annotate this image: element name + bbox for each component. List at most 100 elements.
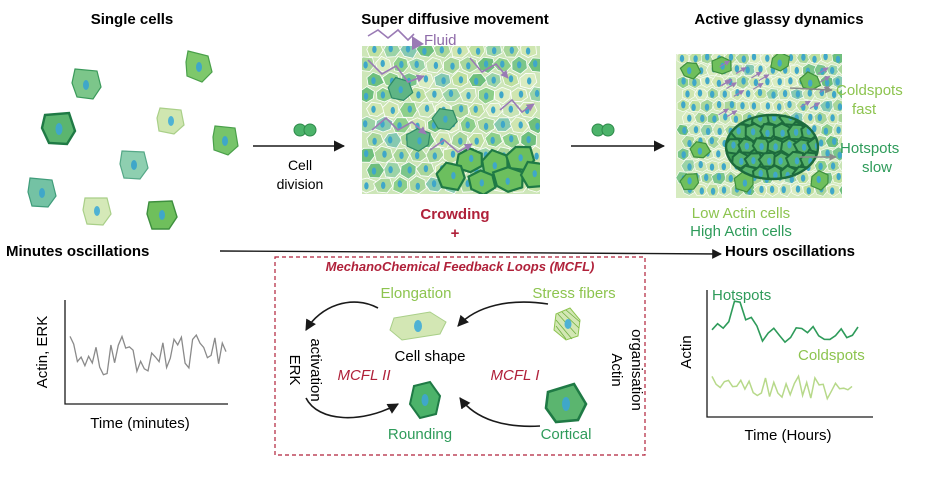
tissue-cell	[826, 160, 841, 173]
tissue-cell	[459, 87, 477, 104]
tissue-cell	[680, 159, 696, 173]
tissue-cell	[742, 63, 757, 76]
tissue-cell	[707, 134, 720, 150]
velocity-arrow	[809, 102, 821, 110]
fluid-trajectory-icon	[367, 28, 415, 42]
coldspots-label-2: fast	[852, 101, 877, 118]
mcfl-title: MechanoChemical Feedback Loops (MCFL)	[326, 259, 595, 274]
tissue-cell	[748, 54, 763, 64]
tissue-cell	[759, 123, 778, 140]
tissue-cell	[509, 116, 530, 134]
velocity-arrow	[758, 74, 770, 82]
tissue-cell	[735, 100, 751, 113]
tissue-cell	[415, 46, 436, 58]
tissue-cell	[676, 98, 690, 113]
coldspot-pointer	[789, 85, 833, 94]
cell-trajectory	[371, 116, 427, 135]
tissue-cell	[837, 112, 842, 124]
heading-super-diffusive: Super diffusive movement	[361, 11, 549, 28]
single-cell	[146, 200, 178, 230]
tissue-cell	[484, 131, 503, 148]
tissue-cell	[451, 70, 469, 88]
tissue-cell	[783, 75, 798, 88]
tissue-cell	[760, 100, 775, 114]
tissue-cell	[679, 173, 700, 191]
tissue-cell	[392, 176, 409, 194]
tissue-cell	[441, 88, 462, 103]
tissue-cell	[676, 54, 690, 65]
tissue-cell	[493, 117, 513, 132]
plus-label: +	[451, 225, 460, 242]
tissue-cell	[433, 72, 452, 89]
tissue-cell	[362, 86, 375, 104]
tissue-cell	[718, 87, 731, 102]
tissue-cell	[693, 159, 709, 173]
velocity-arrow	[817, 67, 829, 75]
tissue-cell	[681, 111, 698, 125]
tissue-cell	[735, 74, 751, 90]
cell-trajectory	[367, 59, 425, 83]
tissue-cell	[699, 124, 714, 137]
tissue-cell	[820, 123, 834, 138]
mcfl1-arrow-bottom	[459, 397, 541, 428]
tissue-cell	[772, 99, 787, 114]
tissue-cell	[362, 147, 376, 163]
tissue-cell	[688, 54, 703, 64]
tissue-cell	[454, 147, 484, 174]
fluid-label: Fluid	[424, 32, 457, 49]
tissue-cell	[527, 57, 540, 73]
tissue-cell	[740, 87, 756, 102]
stress-fiber-cell-icon	[553, 307, 581, 341]
erk-label-2: activation	[307, 338, 324, 401]
heading-single-cells: Single cells	[91, 11, 174, 28]
minutes-plot: Actin, ERK Time (minutes)	[34, 300, 228, 432]
tissue-cell	[431, 107, 458, 131]
coldspots-label-1: Coldspots	[836, 82, 903, 99]
tissue-cell	[527, 116, 540, 135]
tissue-cell	[399, 161, 417, 180]
tissue-cell	[676, 124, 691, 137]
tissue-cell	[407, 57, 426, 74]
minutes-plot-ylabel: Actin, ERK	[34, 316, 51, 389]
tissue-cell	[493, 86, 511, 105]
tissue-cell	[837, 88, 842, 100]
tissue-cell	[706, 86, 719, 100]
cortical-cell-icon	[544, 382, 588, 424]
tissue-cell	[484, 72, 502, 89]
velocity-arrow	[800, 100, 811, 108]
rounding-label: Rounding	[388, 426, 452, 443]
tissue-cell	[366, 71, 385, 88]
tissue-cell	[510, 87, 529, 103]
minutes-plot-xlabel: Time (minutes)	[90, 415, 189, 432]
cell-trajectory	[499, 98, 535, 114]
tissue-cell	[687, 123, 703, 136]
elongation-label: Elongation	[381, 285, 452, 302]
tissue-cell	[723, 99, 739, 112]
tissue-cell	[373, 177, 393, 194]
tissue-cell	[832, 74, 842, 90]
tissue-cell	[711, 171, 727, 185]
tissue-cell	[730, 63, 744, 77]
hours-plot-axes	[706, 290, 873, 418]
tissue-cell	[467, 73, 488, 88]
tissue-cell	[511, 55, 528, 75]
tissue-cell	[765, 88, 780, 100]
tissue-cell	[700, 54, 714, 65]
tissue-cell	[468, 102, 485, 118]
hotspots-trace	[711, 300, 859, 344]
tissue-cell	[810, 169, 829, 191]
tissue-cell	[366, 131, 385, 148]
tissue-cell	[819, 54, 834, 64]
mcfl-border	[274, 256, 646, 456]
tissue-cell	[801, 111, 817, 125]
actin-org-label-1: Actin	[608, 353, 625, 386]
tissue-cell	[450, 46, 470, 59]
tissue-cell	[712, 147, 727, 161]
active-glassy-tissue	[676, 54, 842, 198]
tissue-cell	[801, 87, 817, 101]
tissue-cell	[825, 135, 841, 149]
tissue-cell	[688, 100, 703, 113]
tissue-cell	[831, 171, 842, 185]
tissue-cell	[415, 161, 435, 177]
tissue-cell	[467, 169, 497, 194]
